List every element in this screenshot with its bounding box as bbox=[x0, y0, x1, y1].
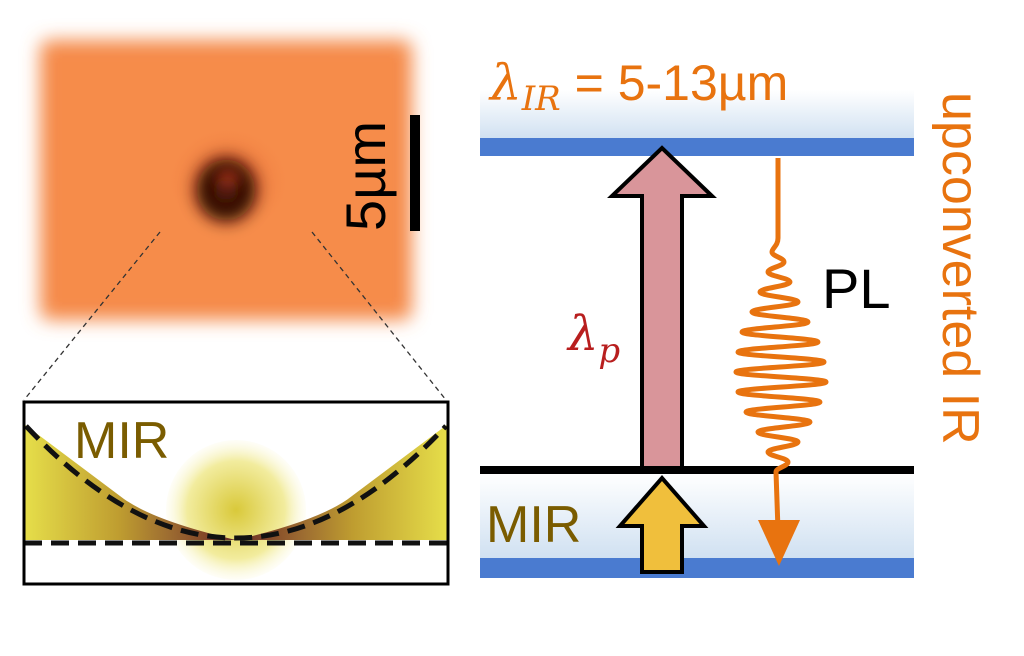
pump-label: λp bbox=[566, 306, 620, 371]
lambda-ir-subscript: IR bbox=[521, 79, 561, 119]
lambda-p-symbol: λ bbox=[566, 306, 598, 362]
mir-label: MIR bbox=[486, 496, 581, 554]
particle-spot bbox=[188, 150, 264, 230]
scale-bar-label: 5µm bbox=[334, 121, 397, 231]
lambda-ir-value: = 5-13µm bbox=[561, 55, 789, 111]
lambda-p-subscript: p bbox=[598, 331, 620, 371]
inset: MIR bbox=[22, 400, 450, 586]
energy-diagram: λIR = 5-13µm λp MIR PL upconverted IR bbox=[480, 54, 989, 578]
upper-band-line bbox=[480, 138, 914, 156]
mir-arrow bbox=[615, 474, 709, 574]
pl-arrow-head bbox=[758, 520, 800, 566]
pl-wave-arrow bbox=[733, 158, 829, 531]
pl-label: PL bbox=[822, 257, 891, 320]
inset-right-wedge bbox=[236, 424, 448, 540]
lower-band-line bbox=[480, 558, 914, 578]
upper-band-label: λIR = 5-13µm bbox=[488, 54, 788, 119]
inset-frame bbox=[22, 400, 450, 586]
lambda-ir-symbol: λ bbox=[488, 54, 522, 112]
upper-band-fill bbox=[480, 90, 914, 140]
middle-level-line bbox=[480, 466, 914, 474]
inset-parabola bbox=[24, 424, 448, 541]
inset-glow bbox=[166, 440, 306, 580]
scale-bar bbox=[410, 115, 420, 231]
zoom-lines bbox=[23, 231, 447, 401]
pump-arrow bbox=[607, 145, 717, 470]
micrograph: 5µm bbox=[40, 40, 420, 320]
inset-left-wedge bbox=[24, 424, 236, 540]
upconverted-ir-label: upconverted IR bbox=[931, 92, 989, 445]
inset-mir-label: MIR bbox=[74, 412, 169, 470]
